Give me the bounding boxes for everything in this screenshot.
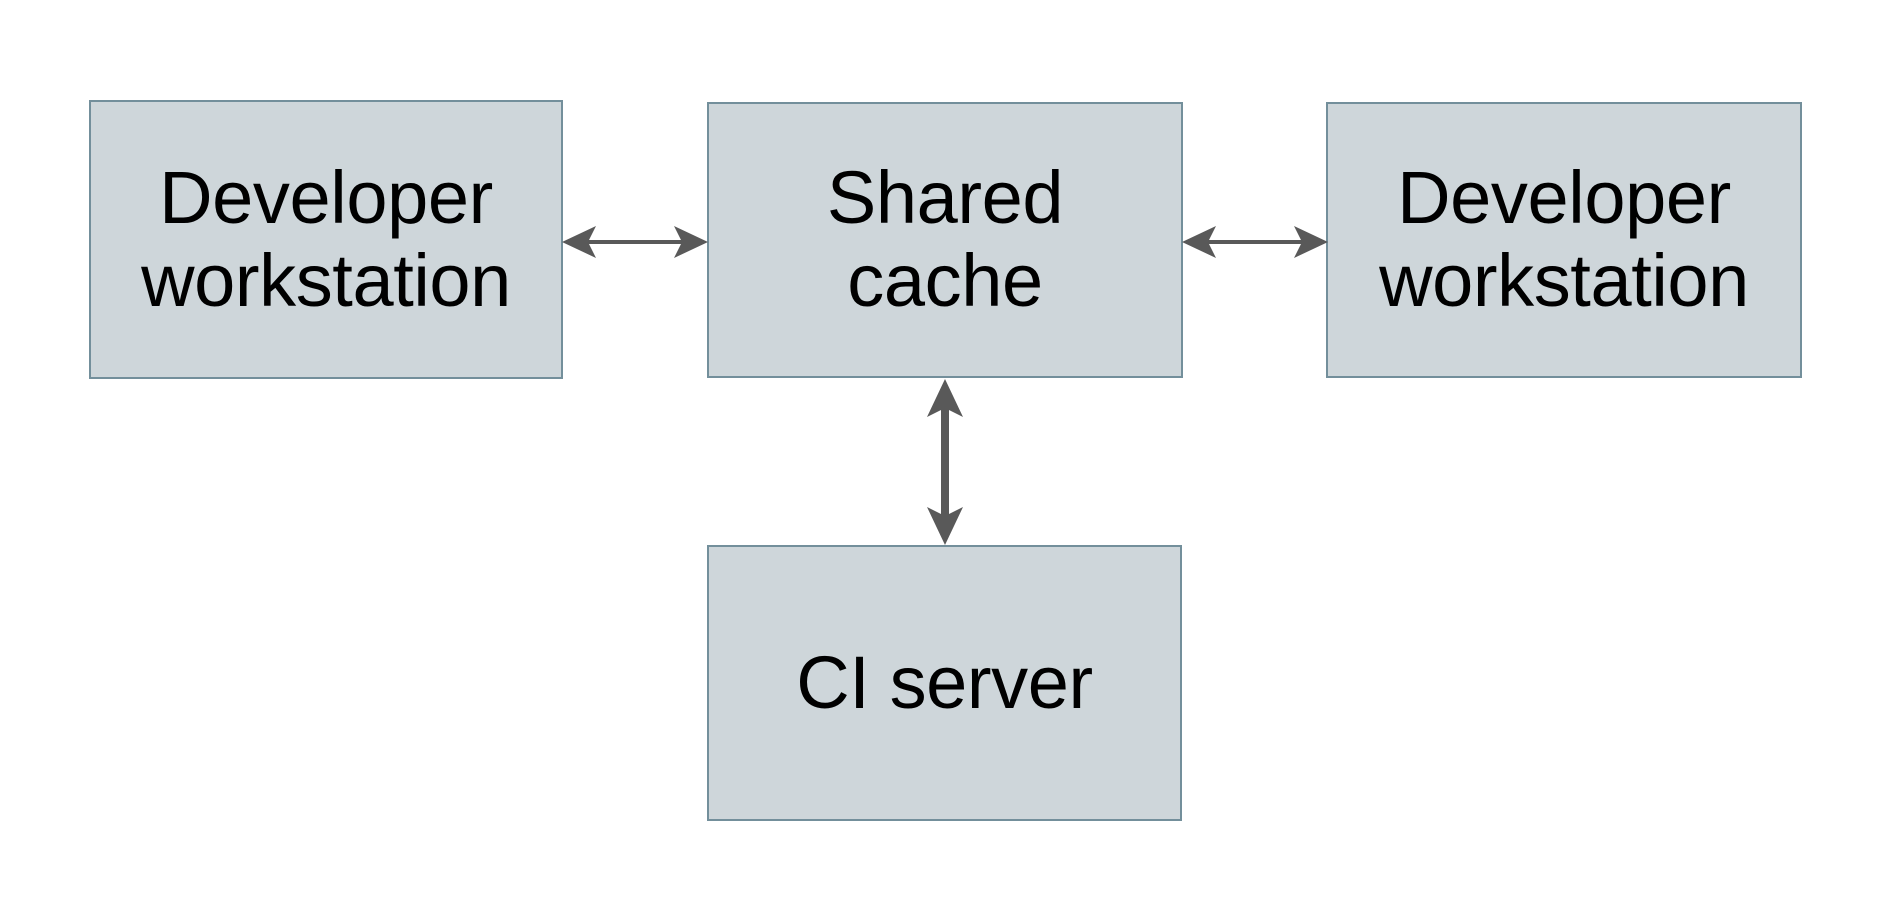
node-developer-workstation-right[interactable]: Developer workstation (1326, 102, 1802, 378)
node-label-developer-workstation-left: Developer workstation (141, 155, 511, 322)
node-label-shared-cache: Shared cache (826, 156, 1064, 322)
connector-left-workstation-to-cache-double-arrow-icon (562, 226, 708, 258)
node-developer-workstation-left[interactable]: Developer workstation (89, 100, 563, 379)
node-shared-cache[interactable]: Shared cache (707, 102, 1183, 378)
connector-cache-to-ci-server-double-arrow-icon (927, 379, 963, 545)
node-label-ci-server: CI server (796, 640, 1093, 724)
connector-cache-to-right-workstation-double-arrow-icon (1182, 226, 1328, 258)
node-ci-server[interactable]: CI server (707, 545, 1182, 821)
node-label-developer-workstation-right: Developer workstation (1379, 156, 1749, 322)
